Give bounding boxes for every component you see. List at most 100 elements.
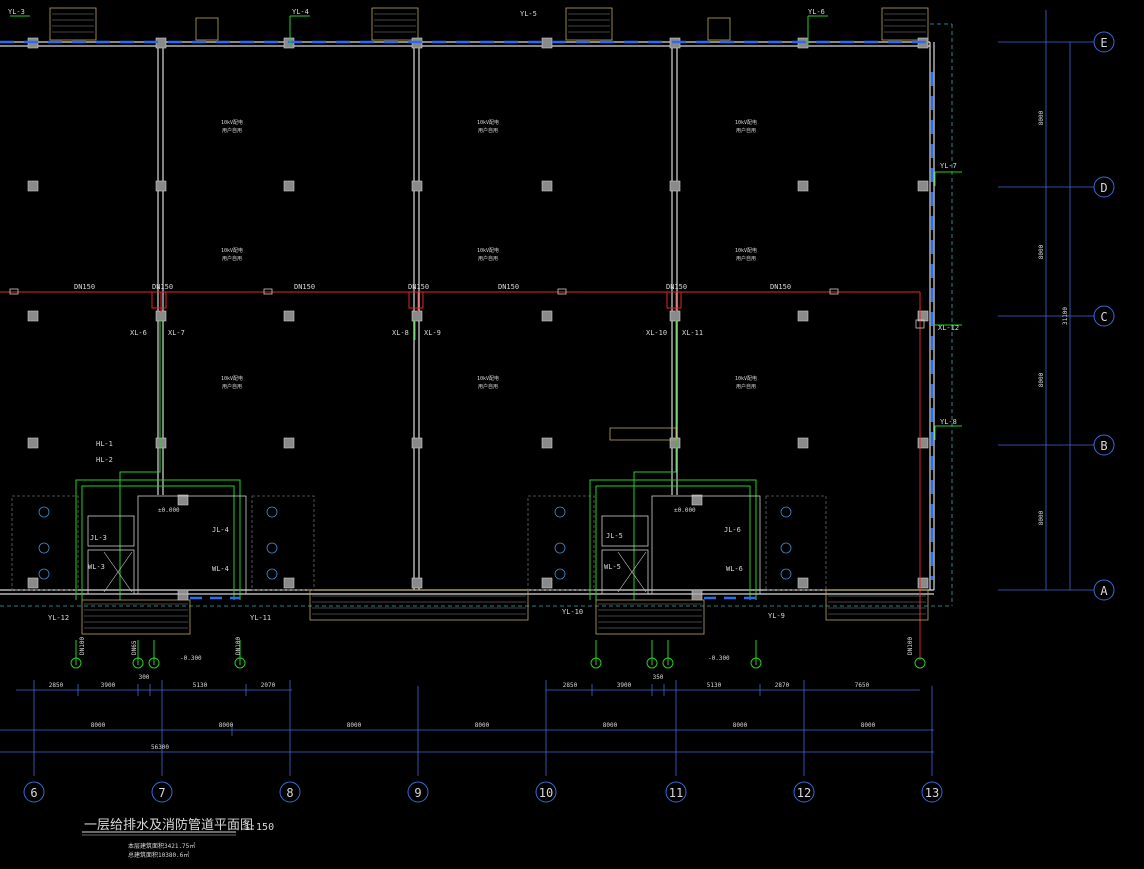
svg-text:10kV配电: 10kV配电 <box>477 375 499 382</box>
level-marks: ±0.000 ±0.000 -0.300 -0.300 <box>158 507 730 662</box>
drawing-note-2: 总建筑面积10380.6㎡ <box>128 851 189 859</box>
top-stair-hatch <box>52 13 926 33</box>
svg-text:DN150: DN150 <box>498 283 519 291</box>
pipe-size-labels: DN150 DN150 DN150 DN150 DN150 DN150 DN15… <box>74 283 791 291</box>
svg-text:YL-4: YL-4 <box>292 8 309 16</box>
svg-text:56300: 56300 <box>151 744 169 751</box>
core-left <box>11 495 529 635</box>
fire-main <box>0 291 921 660</box>
svg-text:10kV配电: 10kV配电 <box>735 247 757 254</box>
svg-text:8000: 8000 <box>733 722 748 729</box>
svg-text:用户自用: 用户自用 <box>736 127 756 134</box>
svg-text:YL-12: YL-12 <box>48 614 69 622</box>
axis-D: D <box>1100 181 1107 195</box>
axis-11: 11 <box>669 786 683 800</box>
svg-text:7650: 7650 <box>855 682 870 689</box>
svg-text:HL-2: HL-2 <box>96 456 113 464</box>
svg-text:8000: 8000 <box>603 722 618 729</box>
svg-text:3900: 3900 <box>617 682 632 689</box>
axis-letter-bubbles <box>1093 31 1115 601</box>
svg-text:JL-5: JL-5 <box>606 532 623 540</box>
axis-letter-labels: E D C B A <box>1100 36 1108 598</box>
svg-text:31100: 31100 <box>1062 307 1069 325</box>
svg-text:XL-12: XL-12 <box>938 324 959 332</box>
svg-text:XL-9: XL-9 <box>424 329 441 337</box>
svg-text:YL-6: YL-6 <box>808 8 825 16</box>
svg-text:2070: 2070 <box>261 682 276 689</box>
svg-text:YL-9: YL-9 <box>768 612 785 620</box>
svg-text:2870: 2870 <box>775 682 790 689</box>
svg-text:XL-8: XL-8 <box>392 329 409 337</box>
axis-A: A <box>1100 584 1108 598</box>
svg-text:DN65: DN65 <box>131 640 138 655</box>
svg-text:10kV配电: 10kV配电 <box>221 247 243 254</box>
riser-tags: XL-6 XL-7 XL-8 XL-9 XL-10 XL-11 XL-12 YL… <box>8 8 959 622</box>
svg-text:3900: 3900 <box>101 682 116 689</box>
svg-text:JL-4: JL-4 <box>212 526 229 534</box>
svg-text:YL-10: YL-10 <box>562 608 583 616</box>
axis-8: 8 <box>286 786 293 800</box>
svg-text:350: 350 <box>653 674 664 681</box>
svg-text:JL-3: JL-3 <box>90 534 107 542</box>
svg-text:用户自用: 用户自用 <box>222 383 242 390</box>
axis-10: 10 <box>539 786 553 800</box>
svg-text:用户自用: 用户自用 <box>736 255 756 262</box>
svg-text:YL-11: YL-11 <box>250 614 271 622</box>
axis-C: C <box>1100 310 1107 324</box>
axis-B: B <box>1100 439 1107 453</box>
axis-7: 7 <box>158 786 165 800</box>
svg-text:10kV配电: 10kV配电 <box>477 247 499 254</box>
svg-text:5130: 5130 <box>193 682 208 689</box>
exit-circles <box>70 657 926 669</box>
axis-6: 6 <box>30 786 37 800</box>
svg-text:DN150: DN150 <box>770 283 791 291</box>
svg-text:YL-7: YL-7 <box>940 162 957 170</box>
svg-text:DN150: DN150 <box>294 283 315 291</box>
svg-text:DN150: DN150 <box>74 283 95 291</box>
drain-lines <box>10 15 962 665</box>
svg-text:JL-6: JL-6 <box>724 526 741 534</box>
axis-E: E <box>1100 36 1107 50</box>
svg-text:8000: 8000 <box>1038 110 1045 125</box>
svg-text:用户自用: 用户自用 <box>478 255 498 262</box>
svg-text:-0.300: -0.300 <box>180 655 202 662</box>
axis-12: 12 <box>797 786 811 800</box>
dimension-texts: 2850 3900 300 5130 2070 2850 3900 350 51… <box>49 674 876 751</box>
svg-text:10kV配电: 10kV配电 <box>477 119 499 126</box>
drawing-title: 一层给排水及消防管道平面图 <box>84 817 253 833</box>
exit-labels: DN100 DN65 DN100 DN100 <box>79 637 914 655</box>
svg-text:用户自用: 用户自用 <box>222 255 242 262</box>
svg-text:HL-1: HL-1 <box>96 440 113 448</box>
walls <box>0 41 935 595</box>
svg-text:10kV配电: 10kV配电 <box>735 375 757 382</box>
svg-text:WL-6: WL-6 <box>726 565 743 573</box>
svg-text:8000: 8000 <box>475 722 490 729</box>
svg-text:2850: 2850 <box>563 682 578 689</box>
stair-hatch <box>84 595 926 629</box>
dimension-lines <box>0 10 1094 776</box>
drawing-note-1: 本层建筑面积3421.75㎡ <box>128 842 195 850</box>
svg-text:300: 300 <box>139 674 150 681</box>
axis-9: 9 <box>414 786 421 800</box>
fixtures <box>38 506 792 580</box>
svg-text:8000: 8000 <box>347 722 362 729</box>
svg-text:用户自用: 用户自用 <box>222 127 242 134</box>
svg-text:XL-7: XL-7 <box>168 329 185 337</box>
svg-text:10kV配电: 10kV配电 <box>221 119 243 126</box>
right-dimension-texts: 8000 8000 8000 8000 31100 <box>1038 110 1069 525</box>
svg-text:WL-3: WL-3 <box>88 563 105 571</box>
axis-number-labels: 6 7 8 9 10 11 12 13 <box>30 786 939 800</box>
core-right <box>527 427 929 635</box>
svg-text:用户自用: 用户自用 <box>736 383 756 390</box>
svg-text:DN150: DN150 <box>666 283 687 291</box>
svg-text:5130: 5130 <box>707 682 722 689</box>
svg-text:±0.000: ±0.000 <box>158 507 180 514</box>
svg-text:YL-3: YL-3 <box>8 8 25 16</box>
svg-text:WL-5: WL-5 <box>604 563 621 571</box>
svg-text:XL-11: XL-11 <box>682 329 703 337</box>
svg-text:WL-4: WL-4 <box>212 565 229 573</box>
svg-text:8000: 8000 <box>91 722 106 729</box>
svg-text:8000: 8000 <box>861 722 876 729</box>
